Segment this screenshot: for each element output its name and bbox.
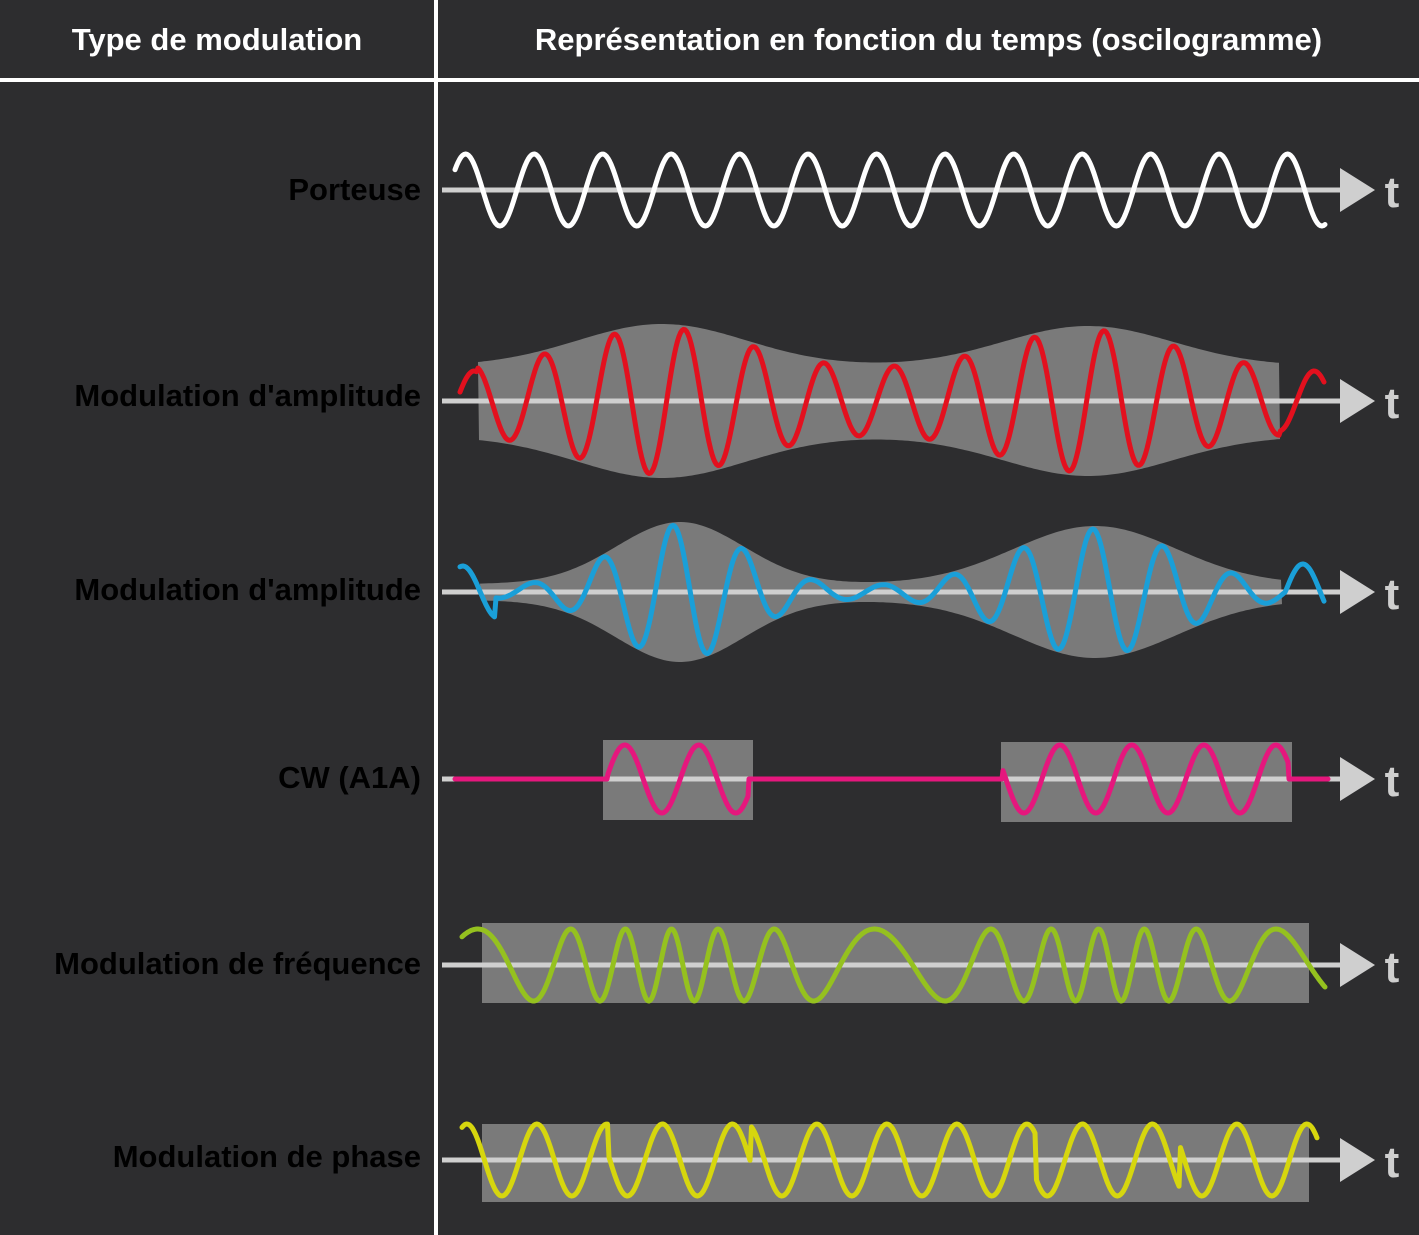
time-axis-label: t (1385, 379, 1400, 428)
waveform-row-carrier: t (442, 151, 1400, 229)
row-label-pm: Modulation de phase (112, 1139, 421, 1174)
row-label-am-deep: Modulation d'amplitude (74, 572, 421, 607)
row-label-fm: Modulation de fréquence (54, 946, 421, 981)
waveform-row-cw: t (442, 740, 1400, 822)
row-label-carrier: Porteuse (288, 172, 421, 207)
axis-arrow-icon (1340, 570, 1375, 614)
signal-pm (459, 1121, 1320, 1199)
time-axis-label: t (1385, 1138, 1400, 1187)
time-axis-label: t (1385, 168, 1400, 217)
time-axis-label: t (1385, 943, 1400, 992)
signal-fm (459, 926, 1328, 1004)
waveform-row-fm: t (442, 923, 1400, 1004)
axis-arrow-icon (1340, 168, 1375, 212)
column-header-type: Type de modulation (71, 22, 363, 57)
signal-cw (452, 742, 1331, 816)
waveform-row-pm: t (442, 1121, 1400, 1202)
signal-am-deep (457, 522, 1327, 656)
axis-arrow-icon (1340, 757, 1375, 801)
waveform-rows: t t t t t t (442, 151, 1400, 1202)
time-axis-label: t (1385, 570, 1400, 619)
axis-arrow-icon (1340, 379, 1375, 423)
row-label-am: Modulation d'amplitude (74, 378, 421, 413)
axis-arrow-icon (1340, 1138, 1375, 1182)
axis-arrow-icon (1340, 943, 1375, 987)
time-axis-label: t (1385, 757, 1400, 806)
signal-am (457, 326, 1327, 476)
signal-carrier (452, 151, 1328, 229)
waveform-row-am: t (442, 324, 1400, 478)
row-label-cw: CW (A1A) (278, 760, 421, 795)
waveform-row-am-deep: t (442, 522, 1400, 662)
column-header-representation: Représentation en fonction du temps (osc… (534, 22, 1323, 57)
